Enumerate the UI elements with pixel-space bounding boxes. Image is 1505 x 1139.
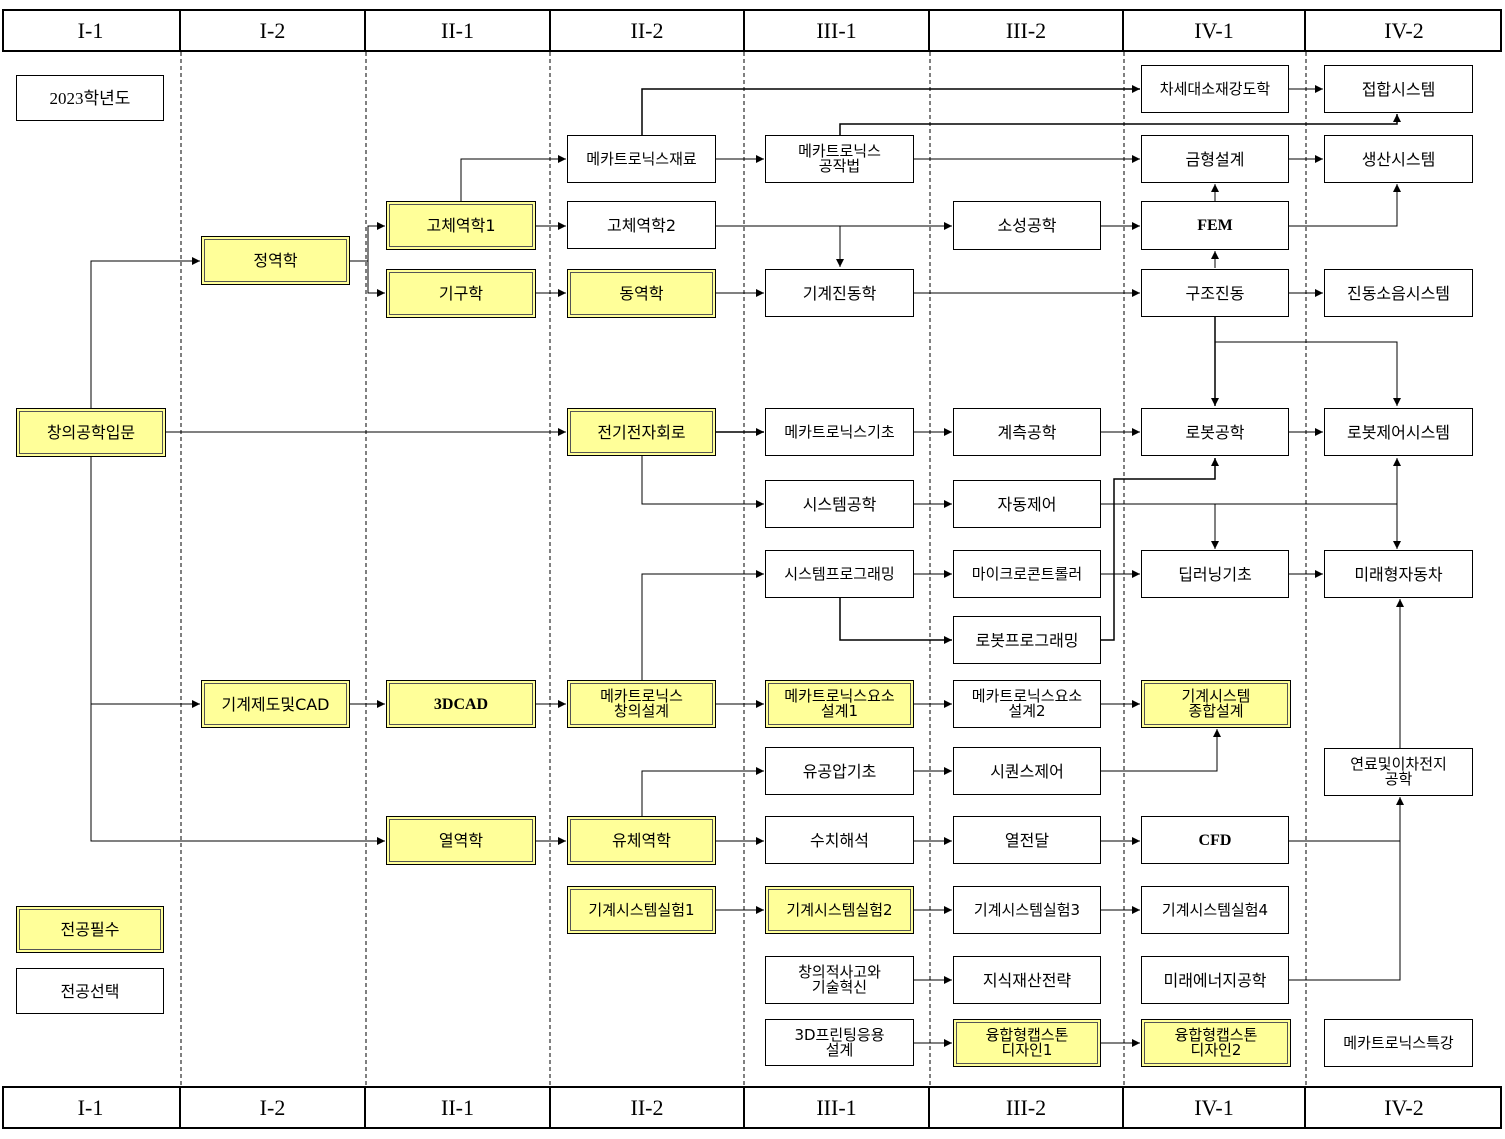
semester-header-top-8: IV-2 <box>1384 17 1424 43</box>
course-c17[interactable]: 메카트로닉스기초 <box>765 408 914 456</box>
course-c02[interactable]: 정역학 <box>201 236 350 285</box>
course-c25[interactable]: 3D프린팅응용 설계 <box>765 1019 914 1066</box>
semester-header-top <box>2 9 1502 52</box>
course-c12[interactable]: 메카트로닉스 창의설계 <box>567 680 716 728</box>
course-c32[interactable]: 시퀀스제어 <box>953 747 1101 795</box>
course-c45[interactable]: 기계시스템실험4 <box>1141 886 1289 934</box>
semester-header-top-7: IV-1 <box>1124 9 1306 52</box>
course-c28[interactable]: 자동제어 <box>953 480 1101 528</box>
course-c09[interactable]: 고체역학2 <box>567 201 716 249</box>
course-c30[interactable]: 로봇프로그래밍 <box>953 616 1101 664</box>
course-c33[interactable]: 열전달 <box>953 816 1101 864</box>
semester-header-top-1: I-1 <box>2 9 181 52</box>
semester-header-bottom-4: II-2 <box>551 1086 745 1129</box>
course-c38[interactable]: 금형설계 <box>1141 135 1289 183</box>
course-c20[interactable]: 메카트로닉스요소 설계1 <box>765 680 914 728</box>
course-c19[interactable]: 시스템프로그래밍 <box>765 550 914 598</box>
course-c52[interactable]: 미래형자동차 <box>1324 550 1473 598</box>
course-c14[interactable]: 기계시스템실험1 <box>567 886 716 934</box>
course-c16[interactable]: 기계진동학 <box>765 269 914 317</box>
course-c05[interactable]: 기구학 <box>386 269 536 318</box>
course-c48[interactable]: 접합시스템 <box>1324 65 1473 113</box>
course-c50[interactable]: 진동소음시스템 <box>1324 269 1473 317</box>
course-c15[interactable]: 메카트로닉스 공작법 <box>765 135 914 183</box>
semester-header-bottom-8: IV-2 <box>1384 1094 1424 1120</box>
course-c24[interactable]: 창의적사고와 기술혁신 <box>765 956 914 1004</box>
semester-header-bottom-1: I-1 <box>2 1086 181 1129</box>
course-c11[interactable]: 전기전자회로 <box>567 408 716 456</box>
course-c10[interactable]: 동역학 <box>567 269 716 318</box>
course-c22[interactable]: 수치해석 <box>765 816 914 864</box>
arrows <box>90 85 1404 1047</box>
course-c54[interactable]: 메카트로닉스특강 <box>1324 1019 1473 1067</box>
course-c39[interactable]: FEM <box>1141 201 1289 250</box>
course-c07[interactable]: 열역학 <box>386 816 536 865</box>
course-c18[interactable]: 시스템공학 <box>765 480 914 528</box>
semester-header-top-3: II-1 <box>366 9 551 52</box>
course-c41[interactable]: 로봇공학 <box>1141 408 1289 456</box>
semester-header-top-4: II-2 <box>551 9 745 52</box>
semester-header-top-2: I-2 <box>181 9 366 52</box>
course-c13[interactable]: 유체역학 <box>567 816 716 865</box>
course-c47[interactable]: 융합형캡스톤 디자인2 <box>1141 1019 1291 1067</box>
semester-header-bottom-5: III-1 <box>745 1086 930 1129</box>
course-c31[interactable]: 메카트로닉스요소 설계2 <box>953 680 1101 728</box>
course-c23[interactable]: 기계시스템실험2 <box>765 886 914 934</box>
course-c42[interactable]: 딥러닝기초 <box>1141 550 1289 598</box>
semester-header-bottom-6: III-2 <box>930 1086 1124 1129</box>
course-c36[interactable]: 융합형캡스톤 디자인1 <box>953 1019 1101 1067</box>
course-c34[interactable]: 기계시스템실험3 <box>953 886 1101 934</box>
course-c44[interactable]: CFD <box>1141 816 1289 864</box>
column-dividers <box>180 52 1307 1086</box>
course-c53[interactable]: 연료및이차전지 공학 <box>1324 748 1473 796</box>
course-c01[interactable]: 창의공학입문 <box>16 408 166 457</box>
course-c26[interactable]: 소성공학 <box>953 201 1101 250</box>
course-c06[interactable]: 3DCAD <box>386 680 536 728</box>
course-c37[interactable]: 차세대소재강도학 <box>1141 65 1289 113</box>
course-c04[interactable]: 고체역학1 <box>386 201 536 250</box>
course-c08[interactable]: 메카트로닉스재료 <box>567 135 716 183</box>
semester-header-bottom-2: I-2 <box>181 1086 366 1129</box>
legend-elective: 전공선택 <box>16 968 164 1014</box>
semester-header-bottom-7: IV-1 <box>1124 1086 1306 1129</box>
course-c03[interactable]: 기계제도및CAD <box>201 680 350 728</box>
semester-header-bottom <box>2 1086 1502 1129</box>
course-c46[interactable]: 미래에너지공학 <box>1141 956 1289 1004</box>
semester-header-top-5: III-1 <box>745 9 930 52</box>
course-c40[interactable]: 구조진동 <box>1141 269 1289 317</box>
course-c49[interactable]: 생산시스템 <box>1324 135 1473 183</box>
year-label: 2023학년도 <box>16 75 164 121</box>
semester-header-bottom-3: II-1 <box>366 1086 551 1129</box>
course-c27[interactable]: 계측공학 <box>953 408 1101 456</box>
course-c21[interactable]: 유공압기초 <box>765 747 914 795</box>
semester-header-top-6: III-2 <box>930 9 1124 52</box>
course-c29[interactable]: 마이크로콘트롤러 <box>953 550 1101 598</box>
legend-required: 전공필수 <box>16 906 164 953</box>
course-c51[interactable]: 로봇제어시스템 <box>1324 408 1473 456</box>
course-c35[interactable]: 지식재산전략 <box>953 956 1101 1004</box>
course-c43[interactable]: 기계시스템 종합설계 <box>1141 680 1291 728</box>
